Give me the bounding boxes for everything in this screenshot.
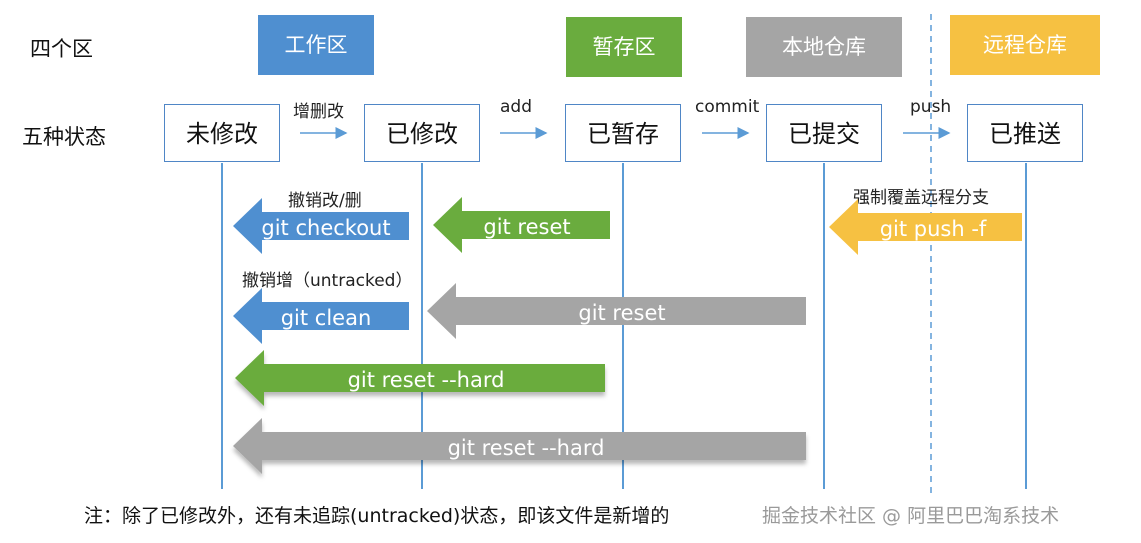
arrow-git-push-force: git push -f — [829, 199, 1022, 255]
cmd-git-push-force: git push -f — [880, 217, 987, 241]
area-working: 工作区 — [258, 15, 374, 75]
caption-checkout: 撤销改/删 — [288, 191, 362, 211]
states-row-label: 五种状态 — [22, 125, 106, 149]
cmd-git-clean: git clean — [281, 306, 372, 330]
state-line-committed — [823, 163, 825, 489]
state-modified: 已修改 — [364, 104, 480, 162]
caption-push-force: 强制覆盖远程分支 — [853, 188, 989, 208]
state-pushed: 已推送 — [967, 104, 1083, 162]
transition-label-push: push — [910, 97, 952, 117]
transition-label-add: add — [500, 97, 532, 117]
state-line-modified — [421, 163, 423, 489]
area-remote-repo: 远程仓库 — [950, 15, 1100, 75]
transition-label-commit: commit — [695, 97, 760, 117]
arrow-git-clean: git clean — [233, 288, 409, 344]
state-unmodified: 未修改 — [164, 104, 280, 162]
state-line-staged — [622, 163, 624, 489]
cmd-git-reset-hard-committed: git reset --hard — [448, 436, 605, 460]
transition-label-edit: 增删改 — [293, 102, 344, 122]
cmd-git-reset-hard-staged: git reset --hard — [348, 368, 505, 392]
area-local-repo: 本地仓库 — [746, 17, 902, 77]
cmd-git-reset-committed: git reset — [578, 301, 665, 325]
watermark: 掘金技术社区 @ 阿里巴巴淘系技术 — [762, 505, 1060, 527]
cmd-git-checkout: git checkout — [261, 216, 390, 240]
areas-row-label: 四个区 — [30, 37, 93, 61]
state-staged: 已暂存 — [565, 104, 681, 162]
cmd-git-reset-staged: git reset — [483, 215, 570, 239]
state-line-unmodified — [221, 163, 223, 489]
arrow-git-reset-committed: git reset — [427, 283, 806, 339]
remote-divider — [930, 14, 932, 496]
arrow-git-reset-hard-staged: git reset --hard — [235, 350, 605, 406]
state-line-pushed — [1025, 163, 1027, 489]
caption-clean: 撤销增（untracked） — [242, 271, 413, 291]
arrow-git-reset-hard-committed: git reset --hard — [233, 418, 806, 474]
arrow-git-checkout: git checkout — [233, 198, 409, 254]
arrow-git-reset-staged: git reset — [433, 197, 610, 253]
state-committed: 已提交 — [766, 104, 882, 162]
area-staging: 暂存区 — [566, 17, 682, 77]
footer-note: 注：除了已修改外，还有未追踪(untracked)状态，即该文件是新增的 — [84, 505, 670, 527]
